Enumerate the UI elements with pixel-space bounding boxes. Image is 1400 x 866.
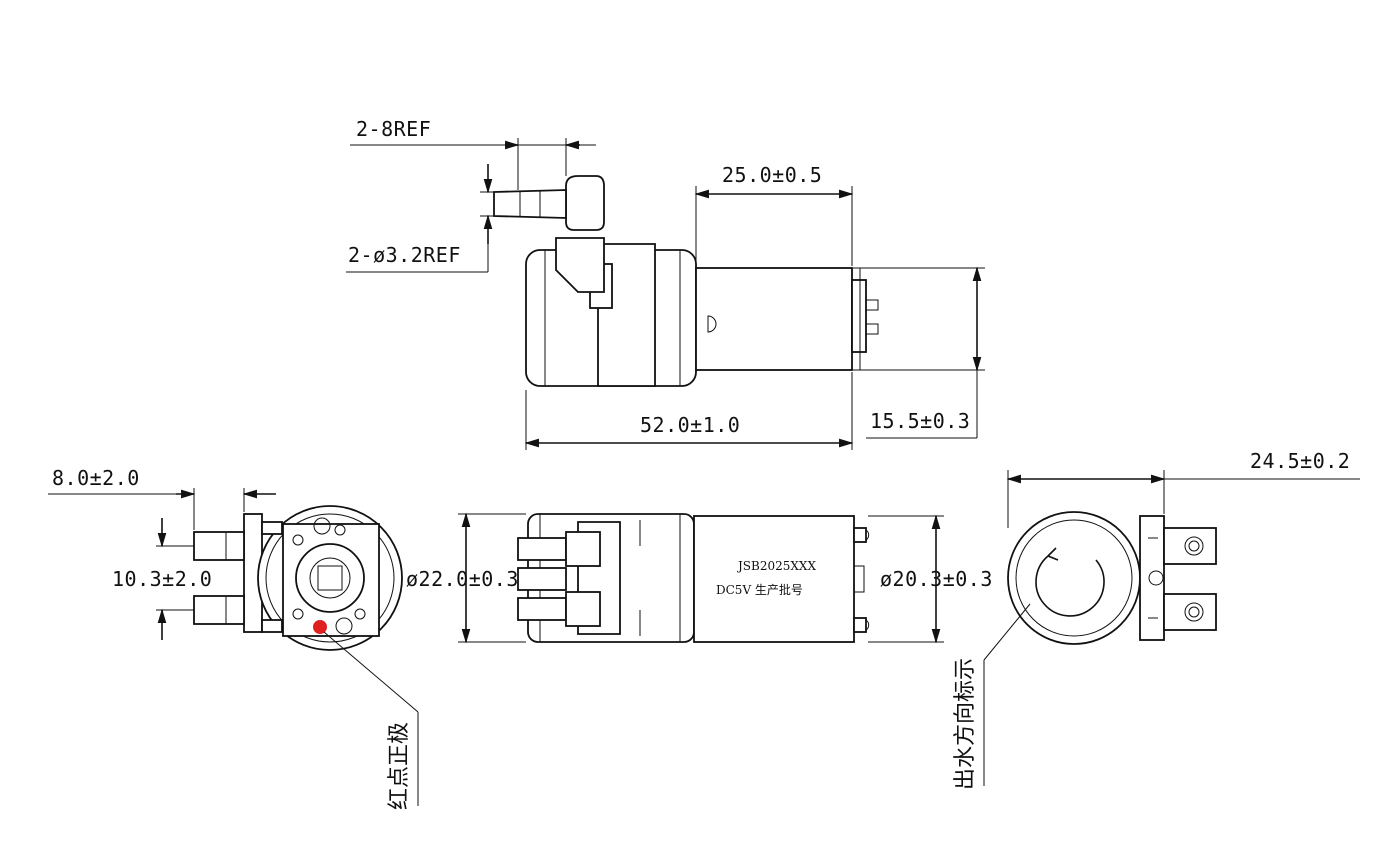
elbow-connector <box>555 237 605 293</box>
dim-hose-diameter: 2-ø3.2REF <box>348 243 461 267</box>
dim-hose-length: 2-8REF <box>356 117 431 141</box>
side-view: JSB2025XXX DC5V 生产批号 ø22.0±0.3 ø20.3±0.3 <box>406 512 993 644</box>
left-end-view: 8.0±2.0 10.3±2.0 红点正极 <box>48 466 419 810</box>
hose-nozzle <box>493 189 567 219</box>
dim-nozzle-offset: 8.0±2.0 <box>52 466 140 490</box>
dim-motor-height: 15.5±0.3 <box>870 409 970 433</box>
motor-end-outline <box>1007 511 1141 645</box>
motor-body <box>695 267 853 371</box>
motor-side-outline <box>693 515 855 643</box>
motor-model-label: JSB2025XXX <box>736 559 816 573</box>
dim-total-length: 52.0±1.0 <box>640 413 740 437</box>
dim-motor-diameter: ø20.3±0.3 <box>880 567 993 591</box>
flow-direction-arc <box>1035 555 1105 617</box>
right-end-view: 24.5±0.2 出水方向标示 <box>953 449 1360 790</box>
dim-motor-width: 24.5±0.2 <box>1250 449 1350 473</box>
top-view: 25.0±0.5 52.0±1.0 15.5±0.3 2-8REF 2-ø3.2… <box>346 117 985 450</box>
note-red-dot-positive: 红点正极 <box>387 722 412 810</box>
note-flow-direction: 出水方向标示 <box>953 658 978 790</box>
dim-pump-diameter: ø22.0±0.3 <box>406 567 519 591</box>
dim-motor-length: 25.0±0.5 <box>722 163 822 187</box>
red-dot-marker <box>313 620 327 634</box>
dim-nozzle-spacing: 10.3±2.0 <box>112 567 212 591</box>
motor-voltage-batch-label: DC5V 生产批号 <box>716 582 803 597</box>
